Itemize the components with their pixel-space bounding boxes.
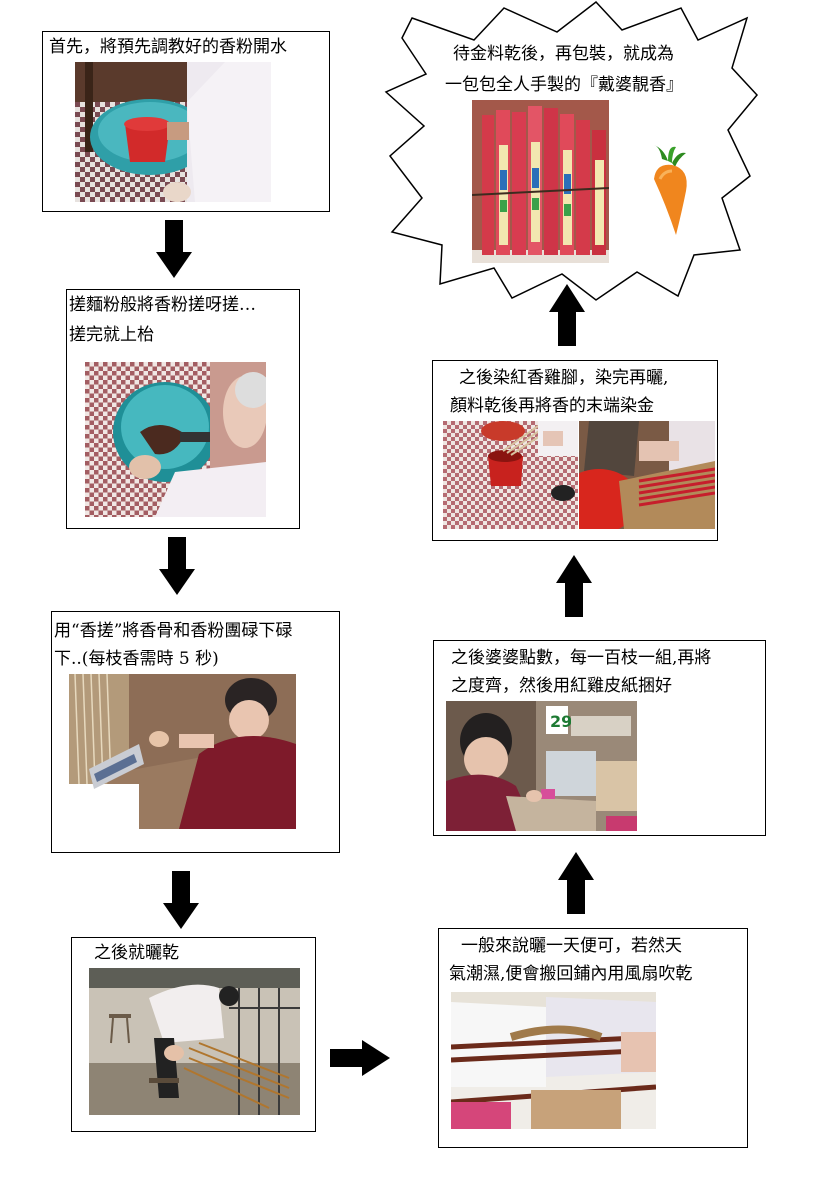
step-6-caption-line-1: 之後婆婆點數，每一百枝一組,再將 — [451, 648, 712, 668]
step-4-photo — [89, 968, 300, 1115]
carrot-icon — [654, 145, 687, 235]
arrow-down-icon — [163, 871, 199, 929]
arrow-right-icon — [330, 1040, 390, 1076]
step-2-photo — [85, 362, 266, 517]
step-2-caption-line-2: 搓完就上枱 — [69, 325, 154, 345]
step-3-photo — [69, 674, 296, 829]
step-5-caption-line-2: 氣潮濕,便會搬回鋪內用風扇吹乾 — [449, 964, 693, 984]
arrow-down-icon — [159, 537, 195, 595]
step-7-photo-right — [579, 421, 715, 529]
step-3-caption-line-2: 下..(每枝香需時 5 秒) — [54, 649, 219, 669]
step-8-caption-line-1: 待金料乾後，再包裝，就成為 — [453, 44, 674, 64]
step-5-box: 一般來說曬一天便可，若然天 氣潮濕,便會搬回鋪內用風扇吹乾 — [438, 928, 748, 1148]
step-7-caption-line-2: 顏料乾後再將香的末端染金 — [450, 396, 654, 416]
step-5-photo — [451, 992, 656, 1129]
bundle-tag-label: 29 — [550, 712, 572, 731]
step-2-caption-line-1: 搓麵粉般將香粉搓呀搓… — [69, 295, 256, 315]
step-7-box: 之後染紅香雞腳，染完再曬, 顏料乾後再將香的末端染金 — [432, 360, 718, 541]
step-7-caption-line-1: 之後染紅香雞腳，染完再曬, — [459, 368, 669, 388]
step-5-caption-line-1: 一般來說曬一天便可，若然天 — [461, 936, 682, 956]
arrow-up-icon — [549, 284, 585, 346]
step-8-caption-line-2: 一包包全人手製的『戴婆靚香』 — [445, 75, 683, 95]
step-1-photo — [75, 62, 271, 202]
step-6-box: 之後婆婆點數，每一百枝一組,再將 之度齊，然後用紅雞皮紙捆好 29 — [433, 640, 766, 836]
step-3-caption-line-1: 用“香搓”將香骨和香粉團碌下碌 — [54, 621, 293, 641]
step-4-caption: 之後就曬乾 — [94, 943, 179, 963]
step-7-photo-left — [443, 421, 578, 529]
step-1-box: 首先，將預先調教好的香粉開水 — [42, 31, 330, 212]
step-3-box: 用“香搓”將香骨和香粉團碌下碌 下..(每枝香需時 5 秒) — [51, 611, 340, 853]
arrow-down-icon — [156, 220, 192, 278]
step-6-caption-line-2: 之度齊，然後用紅雞皮紙捆好 — [451, 676, 672, 696]
arrow-up-icon — [556, 555, 592, 617]
step-8-photo — [472, 100, 609, 263]
step-6-photo: 29 — [446, 701, 637, 831]
arrow-up-icon — [558, 852, 594, 914]
step-1-caption: 首先，將預先調教好的香粉開水 — [49, 37, 287, 57]
step-4-box: 之後就曬乾 — [71, 937, 316, 1132]
step-2-box: 搓麵粉般將香粉搓呀搓… 搓完就上枱 — [66, 289, 300, 529]
